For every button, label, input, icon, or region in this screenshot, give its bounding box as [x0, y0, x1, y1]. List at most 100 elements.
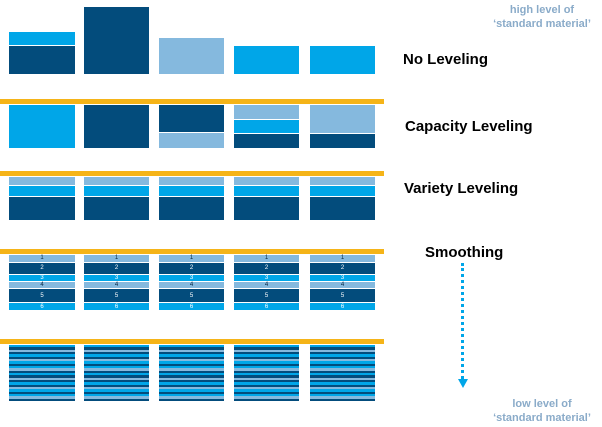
fine-mixing-stripe: [159, 365, 224, 369]
fine-mixing-stripe: [234, 361, 299, 364]
smoothing-cell: 4: [9, 281, 75, 289]
smoothing-cell: 1: [84, 255, 149, 262]
fine-mixing-stripe: [84, 386, 149, 390]
fine-mixing-stripe: [9, 368, 75, 371]
fine-mixing-stripe: [310, 358, 375, 362]
fine-mixing-stripe: [159, 368, 224, 371]
fine-mixing-stripe: [310, 379, 375, 383]
fine-mixing-stripe: [310, 384, 375, 387]
capacity-line-2: [0, 171, 384, 176]
fine-mixing-stripe: [84, 351, 149, 355]
fine-mixing-stripe: [9, 375, 75, 378]
fine-mixing-stripe: [159, 370, 224, 373]
fine-mixing-stripe: [84, 391, 149, 394]
smoothing-cell: 5: [310, 289, 375, 303]
capacity-block-5-top: [310, 105, 375, 133]
fine-mixing-stripe: [234, 372, 299, 376]
fine-mixing-column-2: [84, 345, 149, 401]
capacity-block-1: [9, 105, 75, 148]
fine-mixing-stripe: [159, 363, 224, 366]
fine-mixing-column-4: [234, 345, 299, 401]
fine-mixing-stripe: [159, 389, 224, 392]
fine-mixing-stripe: [234, 384, 299, 387]
fine-mixing-stripe: [84, 389, 149, 392]
capacity-block-5-bottom: [310, 134, 375, 148]
fine-mixing-stripe: [159, 398, 224, 401]
fine-mixing-stripe: [310, 354, 375, 357]
fine-mixing-stripe: [84, 384, 149, 387]
smoothing-cell: 2: [159, 262, 224, 274]
variety-block-1-part-3: [9, 197, 75, 220]
no-leveling-block-1-bottom: [9, 46, 75, 74]
capacity-block-4-bottom: [234, 134, 299, 148]
smoothing-cell: 5: [84, 289, 149, 303]
fine-mixing-stripe: [159, 391, 224, 394]
fine-mixing-stripe: [310, 370, 375, 373]
fine-mixing-stripe: [84, 361, 149, 364]
fine-mixing-stripe: [9, 377, 75, 380]
fine-mixing-stripe: [9, 349, 75, 352]
smoothing-cell: 2: [234, 262, 299, 274]
high-level-note: high level of ‘standard material’: [486, 3, 598, 31]
fine-mixing-stripe: [9, 356, 75, 359]
fine-mixing-stripe: [159, 354, 224, 357]
fine-mixing-stripe: [159, 356, 224, 359]
low-level-note: low level of ‘standard material’: [486, 397, 598, 425]
fine-mixing-stripe: [310, 365, 375, 369]
fine-mixing-stripe: [310, 386, 375, 390]
no-leveling-block-1-top: [9, 32, 75, 45]
fine-mixing-stripe: [234, 345, 299, 348]
fine-mixing-stripe: [84, 379, 149, 383]
smoothing-cell: 4: [84, 281, 149, 289]
fine-mixing-stripe: [9, 386, 75, 390]
smoothing-cell: 2: [9, 262, 75, 274]
capacity-block-3-bottom: [159, 133, 224, 148]
fine-mixing-stripe: [310, 372, 375, 376]
fine-mixing-stripe: [310, 377, 375, 380]
low-level-note-line2: ‘standard material’: [493, 412, 591, 424]
variety-block-3-part-2: [159, 186, 224, 196]
fine-mixing-stripe: [310, 382, 375, 385]
fine-mixing-stripe: [9, 361, 75, 364]
no-leveling-block-4: [234, 46, 299, 74]
fine-mixing-stripe: [159, 384, 224, 387]
fine-mixing-column-5: [310, 345, 375, 401]
fine-mixing-stripe: [84, 370, 149, 373]
fine-mixing-stripe: [234, 347, 299, 350]
fine-mixing-stripe: [84, 398, 149, 401]
fine-mixing-stripe: [159, 372, 224, 376]
capacity-leveling-label: Capacity Leveling: [405, 118, 533, 135]
variety-block-4-part-1: [234, 177, 299, 185]
fine-mixing-stripe: [159, 396, 224, 399]
variety-block-1-part-2: [9, 186, 75, 196]
fine-mixing-stripe: [84, 375, 149, 378]
high-level-note-line2: ‘standard material’: [493, 18, 591, 30]
no-leveling-block-2: [84, 7, 149, 74]
fine-mixing-column-3: [159, 345, 224, 401]
fine-mixing-stripe: [159, 361, 224, 364]
fine-mixing-stripe: [159, 358, 224, 362]
fine-mixing-stripe: [9, 358, 75, 362]
fine-mixing-stripe: [234, 368, 299, 371]
fine-mixing-stripe: [9, 382, 75, 385]
fine-mixing-stripe: [310, 391, 375, 394]
fine-mixing-stripe: [159, 351, 224, 355]
smoothing-cell: 1: [234, 255, 299, 262]
variety-block-5-part-1: [310, 177, 375, 185]
fine-mixing-stripe: [9, 396, 75, 399]
fine-mixing-stripe: [310, 398, 375, 401]
fine-mixing-stripe: [310, 349, 375, 352]
fine-mixing-stripe: [9, 391, 75, 394]
capacity-block-4-mid: [234, 120, 299, 133]
fine-mixing-stripe: [9, 389, 75, 392]
fine-mixing-stripe: [9, 398, 75, 401]
smoothing-label: Smoothing: [425, 244, 504, 261]
fine-mixing-stripe: [84, 356, 149, 359]
variety-block-4-part-2: [234, 186, 299, 196]
capacity-line-4: [0, 339, 384, 344]
fine-mixing-stripe: [234, 351, 299, 355]
fine-mixing-stripe: [159, 377, 224, 380]
